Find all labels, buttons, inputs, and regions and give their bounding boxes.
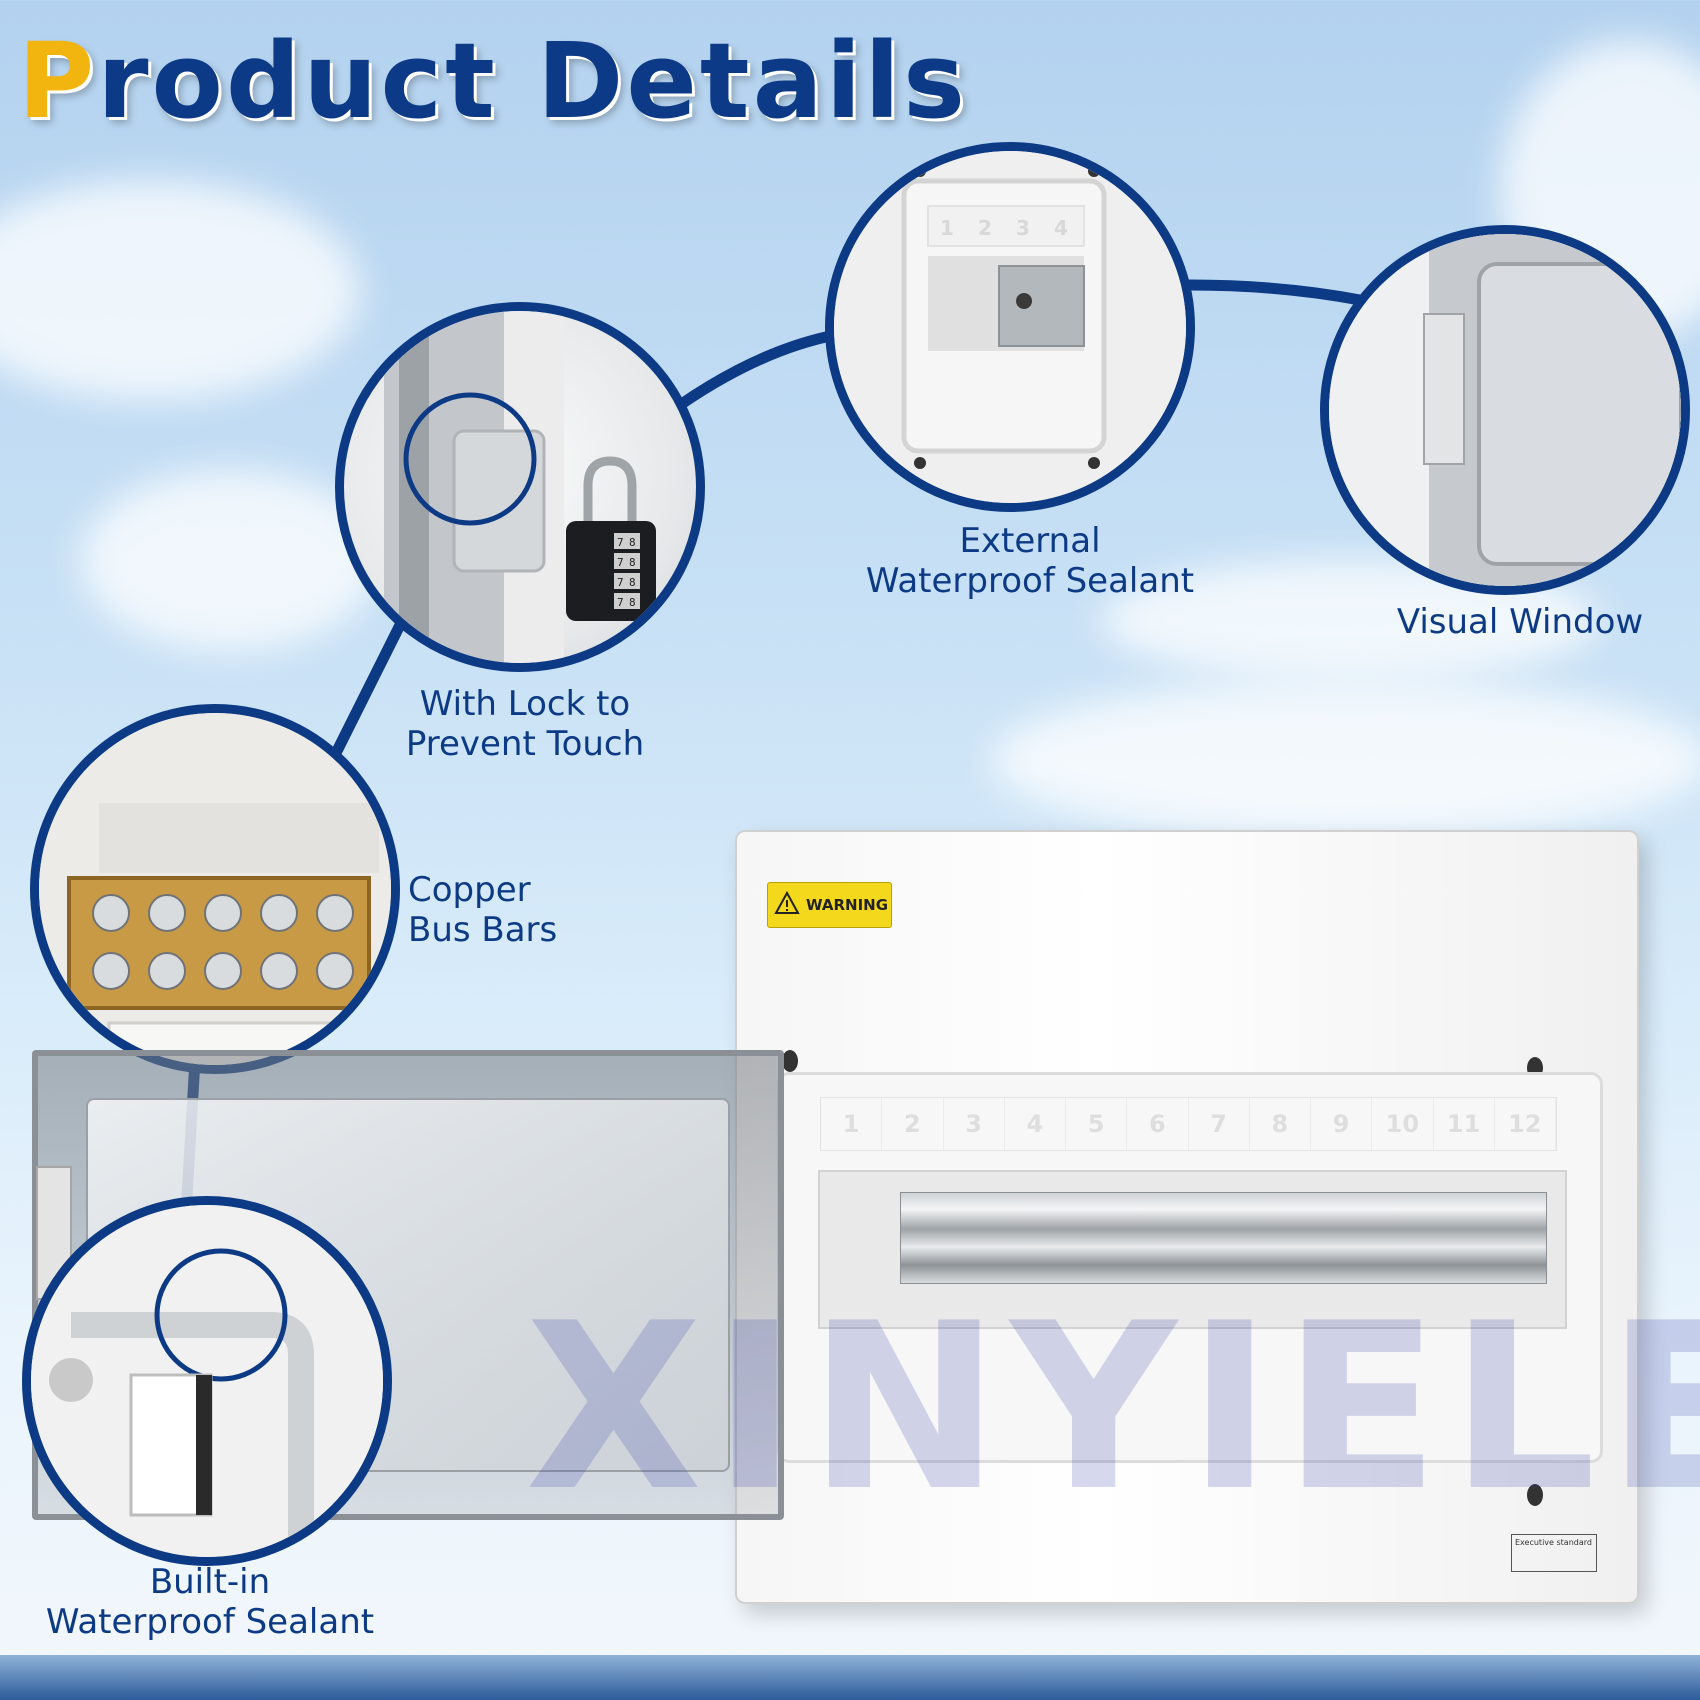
slot-number: 7 — [1189, 1098, 1250, 1150]
slot-number: 4 — [1005, 1098, 1066, 1150]
cloud — [990, 680, 1700, 840]
din-rail — [900, 1192, 1547, 1284]
caption-line: Prevent Touch — [405, 724, 645, 764]
caption-visual-window: Visual Window — [1370, 602, 1670, 642]
padlock-digit: 8 — [629, 536, 636, 549]
builtin-sealant-illustration — [31, 1205, 383, 1557]
warning-icon — [774, 890, 800, 919]
bus-bars-closeup-image — [30, 704, 400, 1074]
bus-bars-illustration — [39, 713, 391, 1065]
slot-number: 1 — [940, 216, 954, 240]
caption-line: Bus Bars — [408, 910, 558, 950]
warning-label: WARNING — [767, 882, 892, 928]
caption-line: Copper — [408, 870, 531, 910]
caption-lock: With Lock to Prevent Touch — [360, 684, 690, 764]
front-panel: 1 2 3 4 5 6 7 8 9 10 11 12 — [777, 1072, 1603, 1463]
distribution-box: WARNING 1 2 3 4 5 6 7 8 9 10 11 12 Execu… — [735, 830, 1639, 1604]
external-sealant-closeup-image: 1 2 3 4 — [825, 142, 1195, 512]
external-sealant-illustration: 1 2 3 4 — [834, 151, 1186, 503]
din-rail-cavity — [818, 1170, 1567, 1329]
caption-external-sealant: External Waterproof Sealant — [830, 521, 1230, 601]
cloud — [0, 180, 360, 400]
lock-closeup-illustration: 7 8 7 8 7 8 7 8 — [384, 311, 656, 663]
caption-line: Visual Window — [1396, 602, 1644, 642]
footer-band — [0, 1655, 1700, 1700]
builtin-sealant-closeup-image — [22, 1196, 392, 1566]
cloud — [80, 470, 380, 650]
slot-number: 8 — [1250, 1098, 1311, 1150]
standard-label-title: Executive standard — [1515, 1538, 1592, 1547]
standard-label: Executive standard — [1511, 1534, 1597, 1572]
title-first-letter: P — [18, 20, 98, 142]
slot-number: 1 — [821, 1098, 883, 1150]
slot-number: 12 — [1495, 1098, 1556, 1150]
slot-number: 10 — [1372, 1098, 1434, 1150]
caption-line: Waterproof Sealant — [45, 1602, 375, 1642]
caption-builtin-sealant: Built-in Waterproof Sealant — [20, 1562, 400, 1642]
padlock-digit: 8 — [629, 576, 636, 589]
screw-hole — [782, 1050, 798, 1072]
slot-number: 6 — [1127, 1098, 1189, 1150]
slot-number: 4 — [1054, 216, 1068, 240]
slot-number: 2 — [978, 216, 992, 240]
visual-window-illustration — [1329, 234, 1681, 586]
screw-hole — [1527, 1484, 1543, 1506]
padlock-digit: 7 — [617, 536, 624, 549]
padlock-digit: 8 — [629, 556, 636, 569]
lock-closeup-image: 7 8 7 8 7 8 7 8 — [335, 302, 705, 672]
caption-line: External — [959, 521, 1101, 561]
caption-line: Built-in — [149, 1562, 271, 1602]
caption-line: With Lock to — [419, 684, 631, 724]
padlock-digit: 7 — [617, 596, 624, 609]
page-title: Product Details — [18, 20, 968, 142]
padlock-digit: 8 — [629, 596, 636, 609]
padlock-digit: 7 — [617, 576, 624, 589]
slot-number: 11 — [1434, 1098, 1495, 1150]
caption-bus-bars: Copper Bus Bars — [408, 870, 568, 950]
slot-number: 5 — [1066, 1098, 1128, 1150]
slot-number: 2 — [882, 1098, 944, 1150]
slot-number: 3 — [1016, 216, 1030, 240]
title-rest: roduct Details — [97, 20, 968, 142]
slot-number-row: 1 2 3 4 5 6 7 8 9 10 11 12 — [820, 1097, 1557, 1151]
visual-window-closeup-image — [1320, 225, 1690, 595]
warning-text: WARNING — [806, 896, 889, 914]
slot-number: 3 — [944, 1098, 1005, 1150]
slot-number: 9 — [1311, 1098, 1373, 1150]
caption-line: Waterproof Sealant — [865, 561, 1195, 601]
padlock-digit: 7 — [617, 556, 624, 569]
